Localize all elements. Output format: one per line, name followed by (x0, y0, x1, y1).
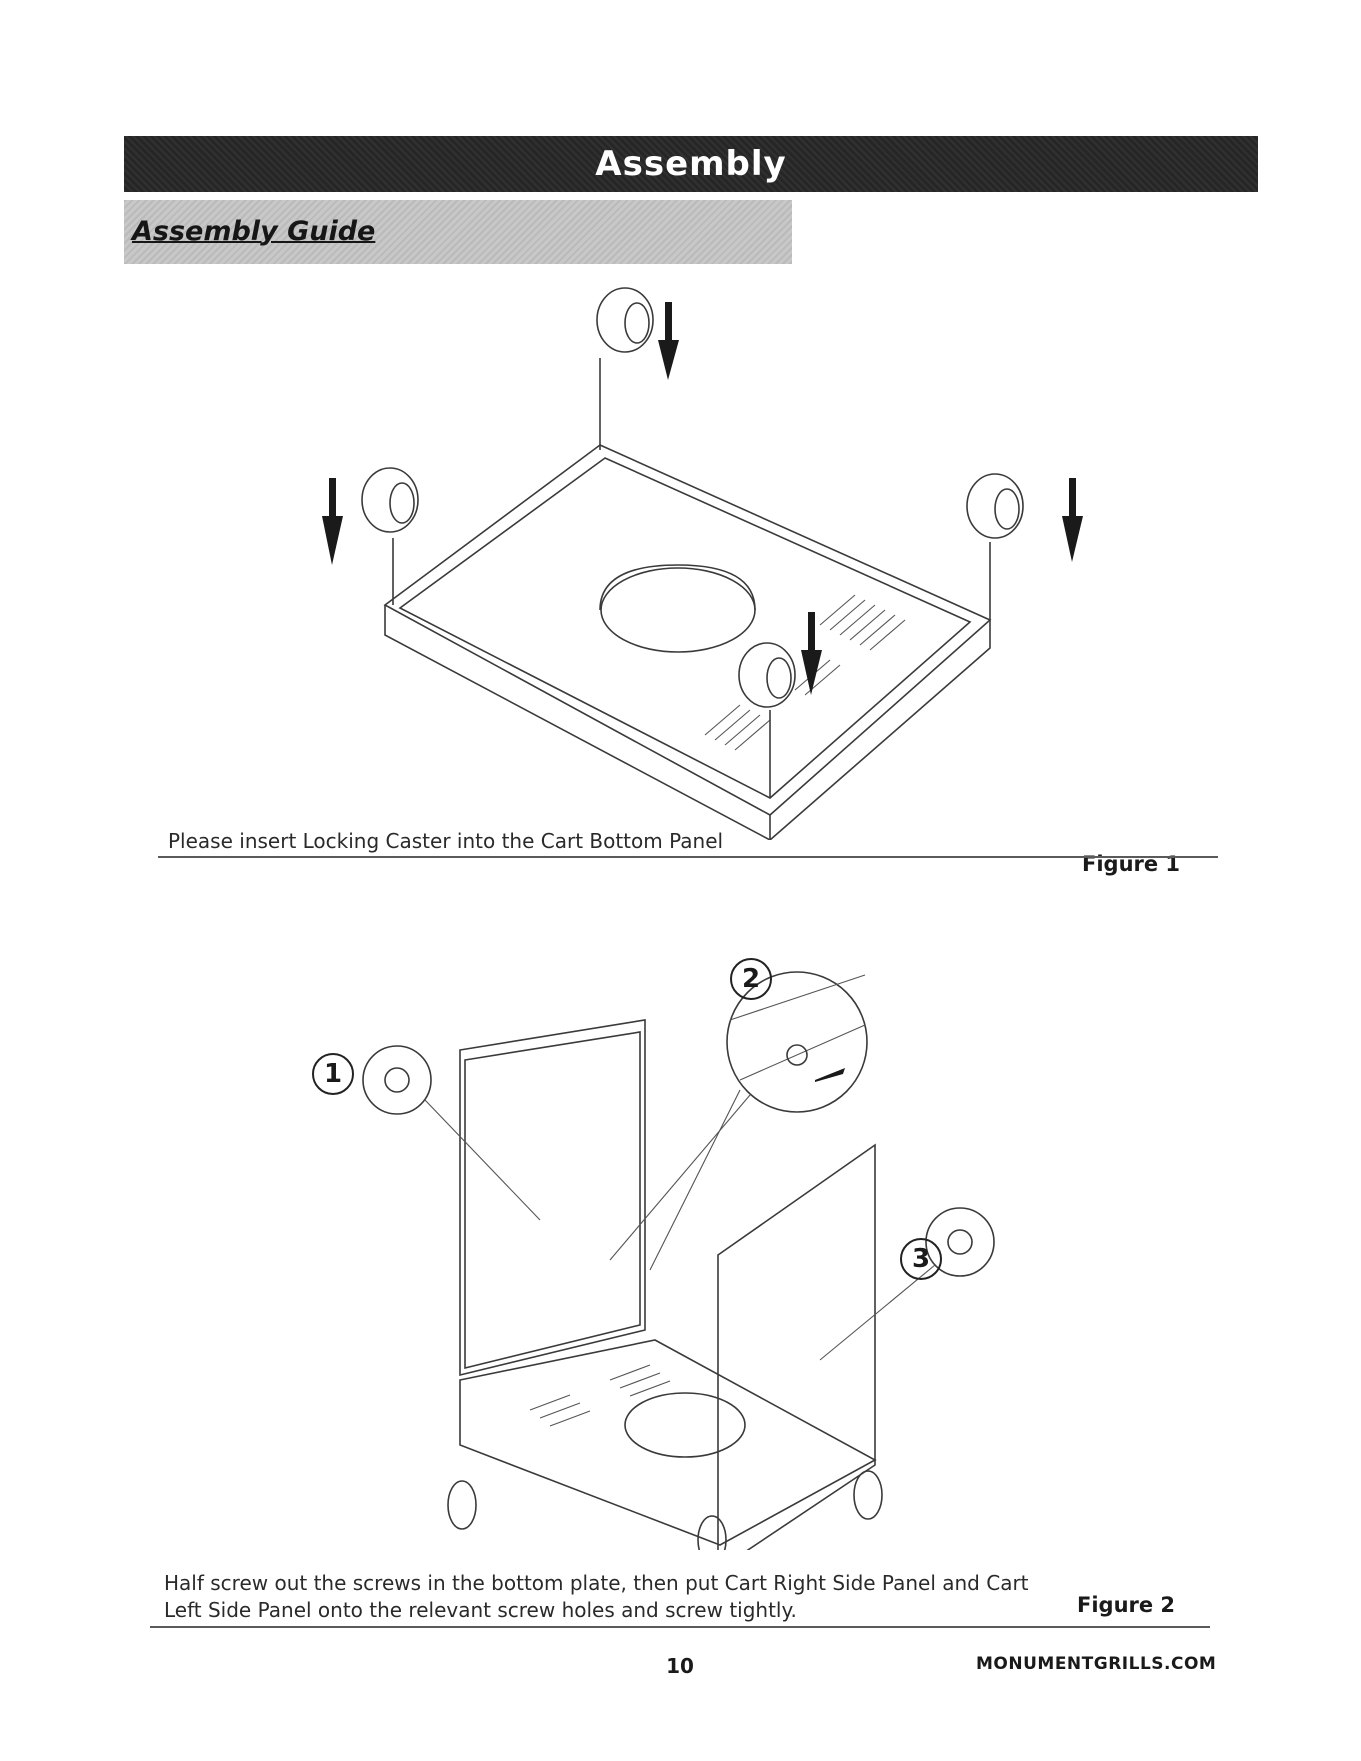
header-bar: Assembly (124, 136, 1258, 192)
down-arrow-icon (1062, 478, 1083, 562)
down-arrow-icon (658, 302, 679, 380)
screw-detail-callout-3 (820, 1208, 994, 1360)
figure-2-rule (150, 1626, 1210, 1628)
figure-2-illustration (300, 930, 1060, 1550)
figure-2-caption-line-2: Left Side Panel onto the relevant screw … (164, 1597, 797, 1624)
locking-caster-icon (597, 288, 653, 450)
screw-detail-callout-2 (610, 972, 867, 1270)
callout-number-2: 2 (730, 958, 772, 1000)
locking-caster-icon (362, 468, 418, 605)
callout-number-1: 1 (312, 1053, 354, 1095)
page-title: Assembly (124, 136, 1258, 192)
figure-2-caption-line-1: Half screw out the screws in the bottom … (164, 1570, 1029, 1597)
website-link: MONUMENTGRILLS.COM (976, 1654, 1216, 1674)
screw-detail-callout-1 (363, 1046, 540, 1220)
section-bar: Assembly Guide (124, 200, 792, 264)
section-title: Assembly Guide (132, 216, 375, 247)
figure-2-label: Figure 2 (1077, 1593, 1175, 1617)
callout-number-3: 3 (900, 1238, 942, 1280)
figure-1-illustration (300, 280, 1100, 840)
cart-bottom-panel (385, 445, 990, 840)
page-number: 10 (640, 1654, 720, 1678)
locking-caster-icon (967, 474, 1023, 620)
cart-frame (448, 1020, 882, 1550)
down-arrow-icon (322, 478, 343, 565)
figure-1-caption: Please insert Locking Caster into the Ca… (168, 828, 723, 855)
figure-1-rule (158, 856, 1218, 858)
locking-caster-icon (739, 643, 795, 798)
